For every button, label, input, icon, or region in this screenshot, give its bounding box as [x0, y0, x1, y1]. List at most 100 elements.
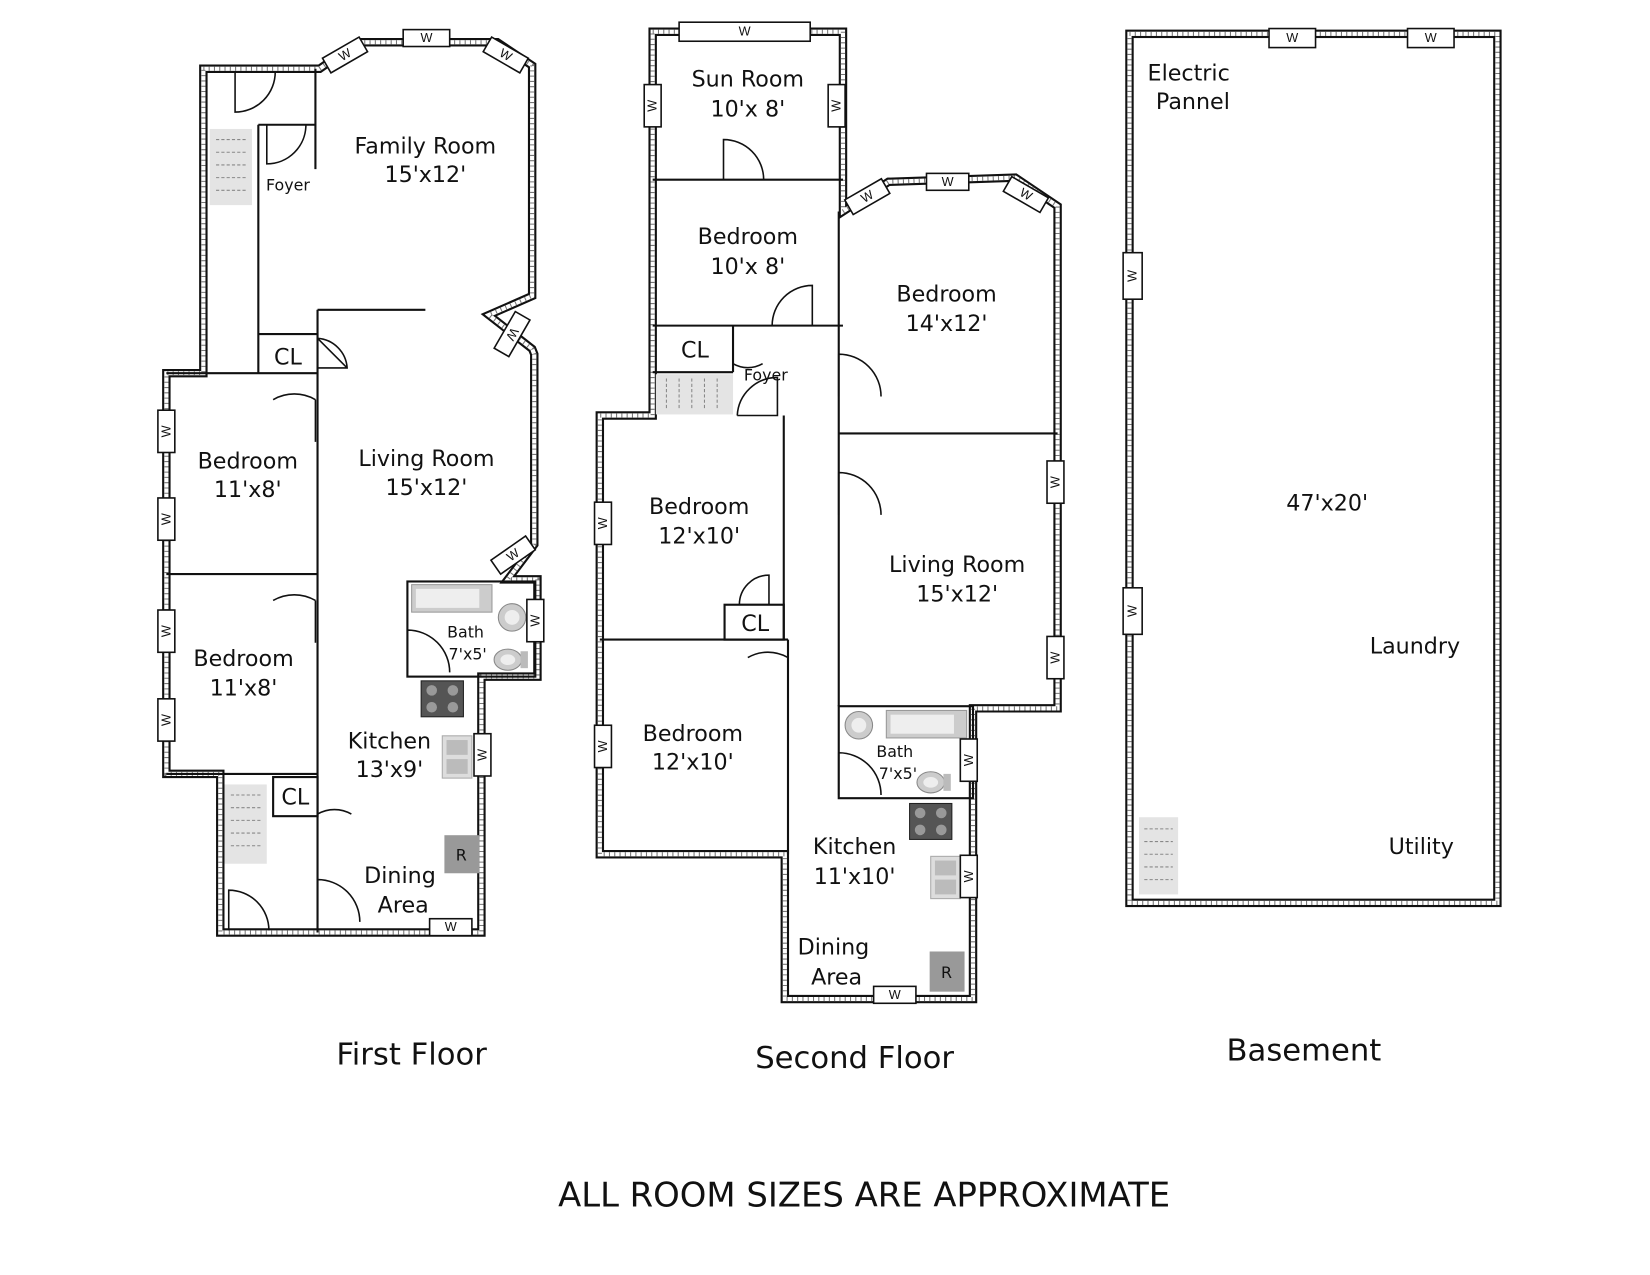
room-name: Living Room — [358, 446, 494, 472]
fixtures: R — [411, 584, 529, 874]
room-size: 13'x9' — [356, 757, 424, 783]
sink-icon — [497, 603, 527, 632]
room-name: CL — [681, 337, 709, 363]
windows: W W W W W W W W W W W W — [157, 28, 545, 937]
floor-title: Second Floor — [755, 1041, 954, 1076]
svg-text:W: W — [159, 513, 173, 525]
bathtub-icon — [411, 584, 493, 613]
doors — [227, 71, 451, 931]
second-floor-plan: R W W W W W W W W W W W W W Sun Room 10'… — [593, 21, 1065, 1076]
svg-text:W: W — [739, 25, 751, 39]
room-name: CL — [274, 345, 302, 371]
windows: W W W W W W W W W W W W W — [593, 21, 1065, 1005]
floor-title: Basement — [1227, 1033, 1382, 1068]
room-name: Kitchen — [348, 729, 431, 755]
svg-text:R: R — [456, 846, 467, 865]
room-name: Bedroom — [698, 224, 798, 250]
electric-panel-label: Pannel — [1156, 89, 1230, 115]
room-size: 12'x10' — [652, 750, 734, 776]
room-name: Bedroom — [649, 494, 749, 520]
svg-text:W: W — [830, 100, 844, 112]
room-size: 14'x12' — [906, 311, 988, 337]
windows: W W W W — [1122, 27, 1455, 636]
room-name: Sun Room — [692, 67, 804, 93]
svg-text:W: W — [962, 754, 976, 766]
stairs — [209, 128, 267, 864]
svg-text:W: W — [1048, 476, 1062, 488]
room-labels: Electric Pannel 47'x20' Laundry Utility — [1148, 60, 1461, 860]
room-size: Area — [811, 964, 862, 990]
electric-panel-label: Electric — [1148, 60, 1230, 86]
room-name: Foyer — [266, 175, 310, 194]
room-labels: Family Room 15'x12' Foyer CL Bedroom 11'… — [193, 133, 496, 918]
svg-text:W: W — [1126, 605, 1140, 617]
fridge-icon: R — [929, 951, 965, 992]
kitchen-sink-icon — [441, 735, 473, 779]
svg-text:W: W — [1126, 270, 1140, 282]
first-floor-plan: R W W W W W W W W W W W W Family Room 15… — [157, 28, 545, 1073]
svg-text:W: W — [420, 31, 432, 45]
room-name: Foyer — [744, 366, 788, 385]
svg-text:W: W — [646, 100, 660, 112]
room-size: 15'x12' — [384, 162, 466, 188]
room-size: 47'x20' — [1286, 491, 1368, 517]
room-name: Bedroom — [896, 281, 996, 307]
room-name: Bedroom — [643, 721, 743, 747]
svg-text:W: W — [1048, 652, 1062, 664]
laundry-label: Laundry — [1370, 633, 1460, 659]
floor-title: First Floor — [336, 1038, 487, 1073]
svg-text:W: W — [159, 625, 173, 637]
room-name: Family Room — [355, 133, 497, 159]
room-name: Dining — [364, 863, 436, 889]
stairs — [655, 374, 734, 415]
fixtures: R — [844, 709, 968, 992]
room-name: Bedroom — [193, 646, 293, 672]
room-size: 15'x12' — [916, 582, 998, 608]
svg-text:W: W — [596, 517, 610, 529]
room-size: 7'x5' — [879, 764, 917, 783]
svg-text:W: W — [942, 175, 954, 189]
svg-text:W: W — [528, 615, 542, 627]
room-labels: Sun Room 10'x 8' Bedroom 10'x 8' Bedroom… — [643, 67, 1026, 991]
room-size: 10'x 8' — [710, 254, 785, 280]
toilet-icon — [916, 771, 952, 794]
room-size: Area — [378, 892, 429, 918]
room-name: Bath — [447, 623, 484, 642]
toilet-icon — [493, 648, 529, 671]
room-size: 7'x5' — [449, 645, 487, 664]
doors — [722, 138, 882, 796]
exterior-walls — [1125, 29, 1502, 908]
room-name: Dining — [798, 935, 870, 961]
svg-text:W: W — [159, 425, 173, 437]
room-name: Bedroom — [198, 448, 298, 474]
room-size: 11'x10' — [814, 864, 896, 890]
room-name: CL — [281, 785, 309, 811]
svg-text:W: W — [596, 740, 610, 752]
stairs — [1138, 817, 1179, 895]
svg-text:W: W — [1425, 31, 1437, 45]
room-name: Kitchen — [813, 834, 896, 860]
room-size: 11'x8' — [210, 676, 278, 702]
bathtub-icon — [885, 709, 968, 739]
utility-label: Utility — [1389, 834, 1454, 860]
room-size: 12'x10' — [658, 523, 740, 549]
stove-icon — [420, 680, 464, 718]
room-name: Bath — [876, 742, 913, 761]
room-size: 10'x 8' — [710, 96, 785, 122]
room-size: 11'x8' — [214, 477, 282, 503]
stove-icon — [909, 802, 953, 840]
svg-text:W: W — [1286, 31, 1298, 45]
sink-icon — [844, 710, 874, 740]
svg-text:W: W — [445, 920, 457, 934]
footer-note: ALL ROOM SIZES ARE APPROXIMATE — [558, 1175, 1170, 1214]
basement-plan: W W W W Electric Pannel 47'x20' Laundry … — [1122, 27, 1502, 1068]
fridge-icon: R — [444, 835, 480, 874]
svg-text:W: W — [475, 749, 489, 761]
room-name: CL — [741, 611, 769, 637]
svg-text:R: R — [941, 963, 952, 982]
svg-text:W: W — [889, 988, 901, 1002]
room-name: Living Room — [889, 552, 1025, 578]
svg-text:W: W — [159, 714, 173, 726]
svg-text:W: W — [962, 870, 976, 882]
